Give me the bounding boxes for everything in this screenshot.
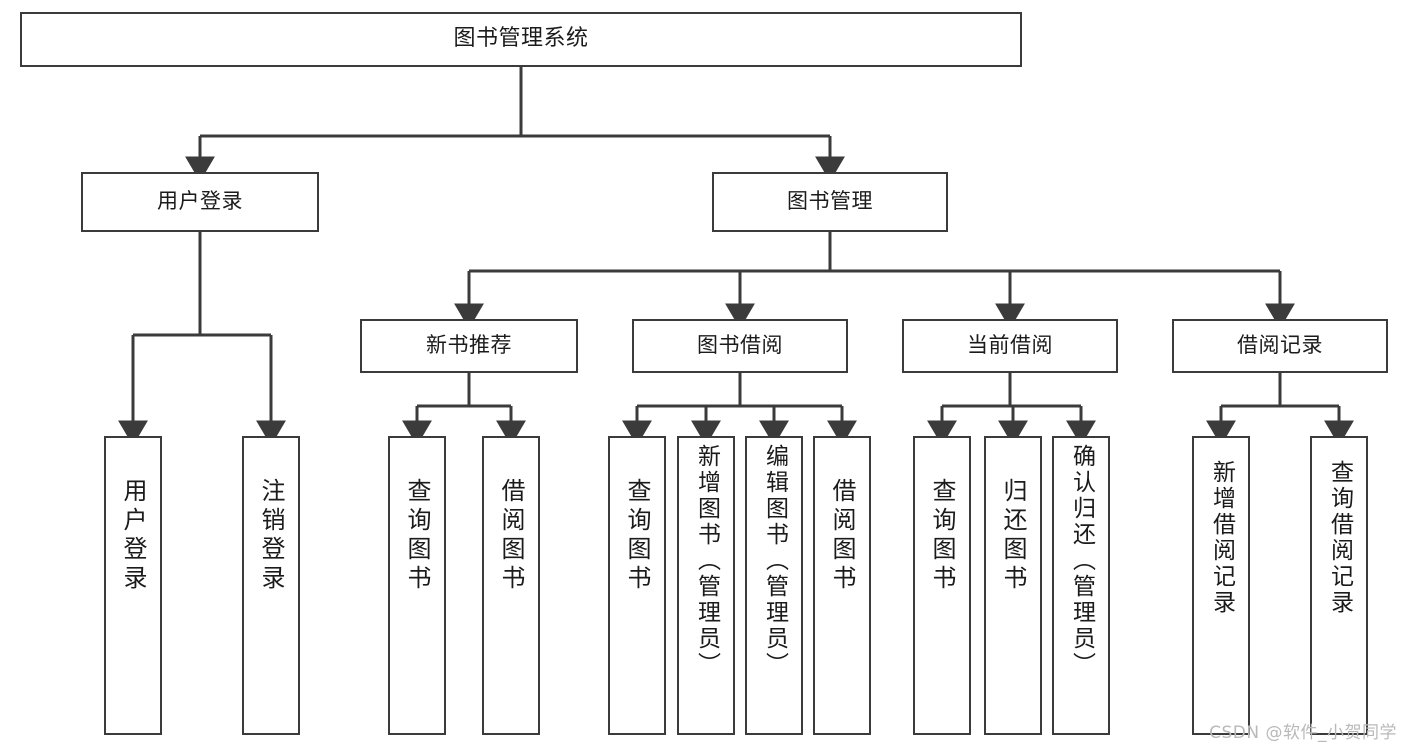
node-leaf-edit-book-label: 编辑图书（管理员） <box>761 444 788 678</box>
connector-group-new-book-rec <box>402 373 526 446</box>
node-leaf-query-book-2[interactable]: 查询图书 <box>608 436 666 735</box>
node-book-borrow-label: 图书借阅 <box>697 333 783 358</box>
node-leaf-query-book-2-label: 查询图书 <box>623 478 651 594</box>
node-leaf-query-record[interactable]: 查询借阅记录 <box>1310 436 1368 735</box>
connector-group-book-manage <box>454 232 1295 329</box>
node-leaf-add-record-label: 新增借阅记录 <box>1208 460 1235 616</box>
node-book-borrow[interactable]: 图书借阅 <box>632 319 848 373</box>
node-leaf-confirm-return[interactable]: 确认归还（管理员） <box>1052 436 1110 735</box>
node-leaf-borrow-book-1[interactable]: 借阅图书 <box>482 436 540 735</box>
node-current-borrow-label: 当前借阅 <box>967 333 1053 358</box>
node-leaf-borrow-book-1-label: 借阅图书 <box>497 478 525 594</box>
node-leaf-query-record-label: 查询借阅记录 <box>1326 460 1353 616</box>
node-user-login-label: 用户登录 <box>157 189 243 214</box>
node-leaf-query-book-3[interactable]: 查询图书 <box>913 436 971 735</box>
node-leaf-user-login-label: 用户登录 <box>119 478 147 594</box>
node-leaf-add-book-label: 新增图书（管理员） <box>693 444 720 678</box>
node-book-manage-label: 图书管理 <box>787 189 873 214</box>
connector-group-root <box>185 67 845 182</box>
connector-group-user-login <box>118 232 286 446</box>
node-leaf-query-book-1-label: 查询图书 <box>403 478 431 594</box>
node-leaf-return-book-label: 归还图书 <box>999 478 1027 594</box>
node-leaf-query-book-3-label: 查询图书 <box>928 478 956 594</box>
node-root-label: 图书管理系统 <box>453 26 589 52</box>
node-leaf-query-book-1[interactable]: 查询图书 <box>388 436 446 735</box>
node-leaf-logout[interactable]: 注销登录 <box>242 436 300 735</box>
node-leaf-logout-label: 注销登录 <box>257 478 285 594</box>
node-book-manage[interactable]: 图书管理 <box>712 172 948 232</box>
node-user-login[interactable]: 用户登录 <box>81 172 319 232</box>
node-leaf-confirm-return-label: 确认归还（管理员） <box>1068 444 1095 678</box>
connector-group-borrow-record <box>1206 373 1354 446</box>
node-borrow-record-label: 借阅记录 <box>1237 333 1323 358</box>
node-new-book-rec[interactable]: 新书推荐 <box>360 319 578 373</box>
node-leaf-edit-book[interactable]: 编辑图书（管理员） <box>745 436 803 735</box>
node-root[interactable]: 图书管理系统 <box>20 12 1022 67</box>
node-leaf-borrow-book-2[interactable]: 借阅图书 <box>813 436 871 735</box>
node-leaf-borrow-book-2-label: 借阅图书 <box>828 478 856 594</box>
node-borrow-record[interactable]: 借阅记录 <box>1172 319 1388 373</box>
connector-group-current-borrow <box>927 373 1096 446</box>
watermark: CSDN @软件_小贺同学 <box>1209 723 1397 743</box>
node-leaf-user-login[interactable]: 用户登录 <box>104 436 162 735</box>
node-leaf-add-book[interactable]: 新增图书（管理员） <box>677 436 735 735</box>
node-leaf-return-book[interactable]: 归还图书 <box>984 436 1042 735</box>
node-current-borrow[interactable]: 当前借阅 <box>902 319 1118 373</box>
node-new-book-rec-label: 新书推荐 <box>426 333 512 358</box>
connector-group-book-borrow <box>622 373 857 446</box>
node-leaf-add-record[interactable]: 新增借阅记录 <box>1192 436 1250 735</box>
